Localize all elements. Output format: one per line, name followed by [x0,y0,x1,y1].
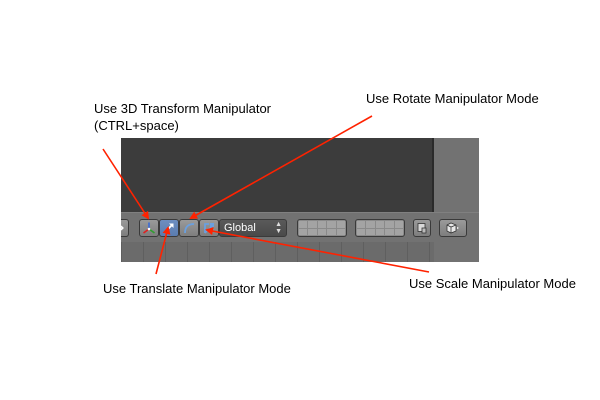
scale-icon [204,223,214,234]
layer-button[interactable] [327,221,336,228]
transform-manipulator-toggle[interactable] [139,219,159,237]
transform-manipulator-icon [143,222,155,234]
render-view-button[interactable] [439,219,467,237]
translate-mode-button[interactable] [159,219,179,237]
layer-button[interactable] [308,221,317,228]
scale-mode-button[interactable] [199,219,219,237]
layer-button[interactable] [336,221,345,228]
render-cube-icon [446,222,459,234]
mode-icon [121,225,124,231]
side-editor [434,138,479,262]
transform-orientation-select[interactable]: Global ▲▼ [219,219,287,237]
layer-button[interactable] [366,221,375,228]
layer-button[interactable] [357,221,366,228]
layer-button[interactable] [299,228,308,235]
blender-screenshot: Global ▲▼ [121,138,479,262]
annotation-scale: Use Scale Manipulator Mode [409,276,576,291]
layer-button[interactable] [308,228,317,235]
annotation-3d-transform-line2: (CTRL+space) [94,118,179,133]
rotate-arc-icon [184,223,195,234]
layer-button[interactable] [394,228,403,235]
rotate-mode-button[interactable] [179,219,199,237]
layer-buttons-group-1[interactable] [297,219,347,237]
annotation-rotate: Use Rotate Manipulator Mode [366,91,539,106]
layer-button[interactable] [394,221,403,228]
annotation-3d-transform-line1: Use 3D Transform Manipulator [94,101,272,116]
layer-button[interactable] [357,228,366,235]
layer-button[interactable] [366,228,375,235]
layer-button[interactable] [375,221,385,228]
annotation-3d-transform: Use 3D Transform Manipulator (CTRL+space… [94,100,271,134]
annotation-translate: Use Translate Manipulator Mode [103,281,291,296]
layer-button[interactable] [317,228,327,235]
layer-button[interactable] [299,221,308,228]
transform-orientation-value: Global [224,222,256,234]
layer-button[interactable] [375,228,385,235]
layer-lock-icon [417,223,427,234]
area-divider[interactable] [432,138,434,212]
layer-buttons-group-2[interactable] [355,219,405,237]
layer-button[interactable] [385,221,394,228]
viewport-header: Global ▲▼ [121,212,434,242]
layer-button[interactable] [336,228,345,235]
layer-button[interactable] [327,228,336,235]
3d-viewport[interactable] [121,138,432,212]
translate-arrow-icon [163,223,174,234]
layer-lock-button[interactable] [413,219,431,237]
timeline-strip[interactable] [121,242,434,262]
mode-button[interactable] [121,219,129,237]
updown-arrows-icon: ▲▼ [275,221,282,235]
layer-button[interactable] [317,221,327,228]
side-editor-header [434,212,479,242]
layer-button[interactable] [385,228,394,235]
